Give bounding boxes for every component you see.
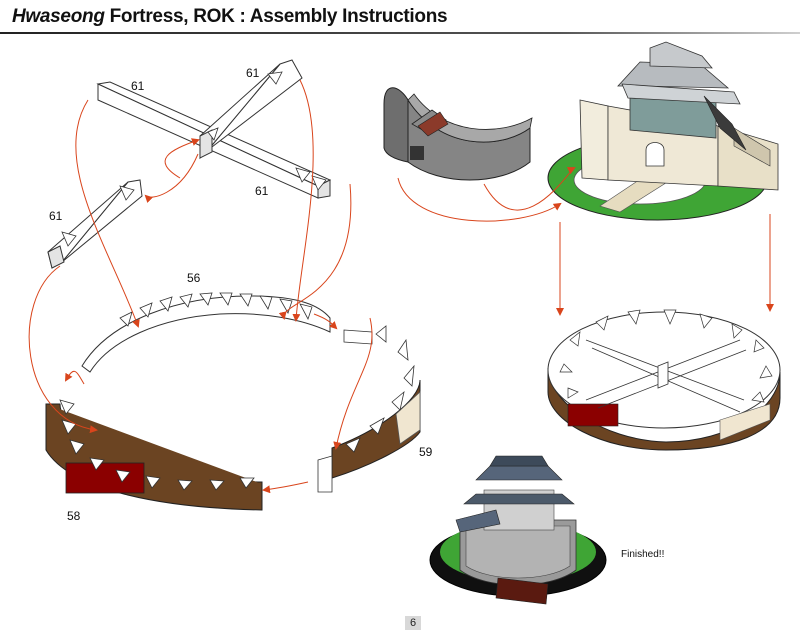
finished-model-plaque	[495, 577, 549, 605]
assembly-arrows-right	[397, 167, 774, 316]
base-red-panel	[65, 462, 145, 494]
part-61-diagonal-beam	[199, 59, 303, 160]
gate-archway	[645, 142, 665, 167]
part-label-56: 56	[187, 271, 201, 285]
wall-segment-model	[383, 87, 533, 181]
title-rest: Fortress, ROK : Assembly Instructions	[104, 6, 448, 27]
title-italic: Hwaseong	[12, 6, 105, 27]
wall-gate-opening	[410, 146, 424, 160]
part-label-61-c: 61	[255, 184, 269, 198]
fold-tabs-61	[61, 71, 327, 247]
part-label-61-a: 61	[131, 79, 145, 93]
header-rule	[0, 32, 800, 34]
gate-tower-model	[547, 41, 779, 221]
page-title: Hwaseong Fortress, ROK : Assembly Instru…	[12, 6, 448, 28]
finished-label: Finished!!	[621, 549, 664, 560]
part-label-61-d: 61	[49, 209, 63, 223]
part-label-59: 59	[419, 445, 433, 459]
base-ring-58-59	[45, 325, 421, 511]
assembled-base-model	[547, 309, 781, 451]
finished-model-image	[429, 455, 607, 605]
page-number: 6	[405, 616, 421, 630]
page-header: Hwaseong Fortress, ROK : Assembly Instru…	[0, 0, 800, 36]
part-56-ring-band	[81, 292, 331, 373]
part-label-58: 58	[67, 509, 81, 523]
part-label-61-b: 61	[246, 66, 260, 80]
assembled-red-panel	[567, 403, 619, 427]
assembly-arrows-left	[28, 79, 373, 494]
